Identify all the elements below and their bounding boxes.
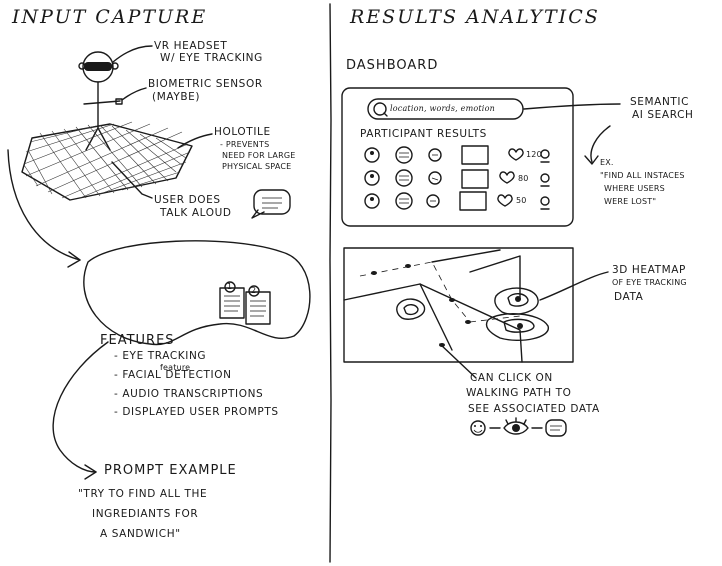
bio-leader <box>121 87 147 101</box>
stick-figure <box>78 51 123 151</box>
heatmap-label: 3D HEATMAP <box>612 264 686 276</box>
example-line: WHERE USERS <box>604 184 665 193</box>
heatmap-sublabel: OF EYE TRACKING <box>612 278 687 287</box>
center-divider <box>329 3 332 563</box>
example-line: "FIND ALL INSTACES <box>600 171 685 180</box>
flow-arrow-2 <box>52 341 109 473</box>
holotile-label: HOLOTILE <box>214 126 271 138</box>
vr-lens-view <box>83 240 311 346</box>
participant-count: 50 <box>516 196 527 205</box>
headset-strap-right <box>111 62 119 70</box>
headset-strap-left <box>78 62 86 70</box>
semantic-leader <box>523 103 621 110</box>
search-input[interactable]: location, words, emotion <box>390 104 495 113</box>
holotile-platform <box>21 121 193 201</box>
participant-count: 120 <box>526 150 542 159</box>
associated-data-icons <box>470 417 567 437</box>
biometric-sublabel: (MAYBE) <box>152 91 201 103</box>
click-path-line: WALKING PATH TO <box>466 387 572 399</box>
input-capture-title: INPUT CAPTURE <box>12 6 208 28</box>
features-title: FEATURES <box>100 333 175 348</box>
feature-item: - AUDIO TRANSCRIPTIONS <box>114 388 264 400</box>
talk-speech-bubble <box>251 189 291 219</box>
heatmap-leader <box>539 271 609 301</box>
click-leader <box>439 343 477 379</box>
dashboard-frame <box>341 87 621 227</box>
biometric-sensor <box>115 98 123 105</box>
click-path-line: SEE ASSOCIATED DATA <box>468 403 600 415</box>
talk-aloud-label: USER DOES <box>154 194 221 206</box>
vr-headset-label: VR HEADSET <box>154 40 228 52</box>
example-line: EX. <box>600 158 614 167</box>
participant-count: 80 <box>518 174 529 183</box>
talk-aloud-sublabel: TALK ALOUD <box>160 207 232 219</box>
holotile-line-3: NEED FOR LARGE <box>222 151 296 160</box>
biometric-label: BIOMETRIC SENSOR <box>148 78 263 90</box>
prompt-line: INGREDIANTS FOR <box>92 508 199 520</box>
vr-headset-sublabel: W/ EYE TRACKING <box>160 52 263 64</box>
vr-leader <box>112 45 153 63</box>
lens-badge-2: 2 <box>251 286 257 295</box>
ex-arrow <box>590 125 611 163</box>
heatmap-sublabel-2: DATA <box>614 291 644 303</box>
prompt-line: A SANDWICH" <box>100 528 181 540</box>
holo-leader <box>177 133 213 149</box>
feature-item: - FACIAL DETECTION <box>114 369 232 381</box>
flow-arrow-1 <box>7 149 81 261</box>
results-analytics-title: RESULTS ANALYTICS <box>350 6 600 28</box>
feature-item: - DISPLAYED USER PROMPTS <box>114 406 279 418</box>
participant-results-label: PARTICIPANT RESULTS <box>360 128 487 140</box>
participant-icons <box>364 145 550 211</box>
prompt-example-title: PROMPT EXAMPLE <box>104 463 237 478</box>
click-path-line: CAN CLICK ON <box>470 372 553 384</box>
holotile-line-4: PHYSICAL SPACE <box>222 162 292 171</box>
feature-item: - EYE TRACKING <box>114 350 207 362</box>
talk-leader <box>111 161 153 199</box>
dashboard-label: DASHBOARD <box>346 58 439 73</box>
facial-feature-insert: feature <box>160 363 191 372</box>
prompt-line: "TRY TO FIND ALL THE <box>78 488 208 500</box>
example-line: WERE LOST" <box>604 197 657 206</box>
semantic-search-label: SEMANTIC <box>630 96 690 108</box>
semantic-search-sublabel: AI SEARCH <box>632 109 694 121</box>
lens-badge-1: 1 <box>227 282 233 291</box>
heatmap-panel <box>343 247 609 363</box>
holotile-line-2: - PREVENTS <box>220 140 270 149</box>
